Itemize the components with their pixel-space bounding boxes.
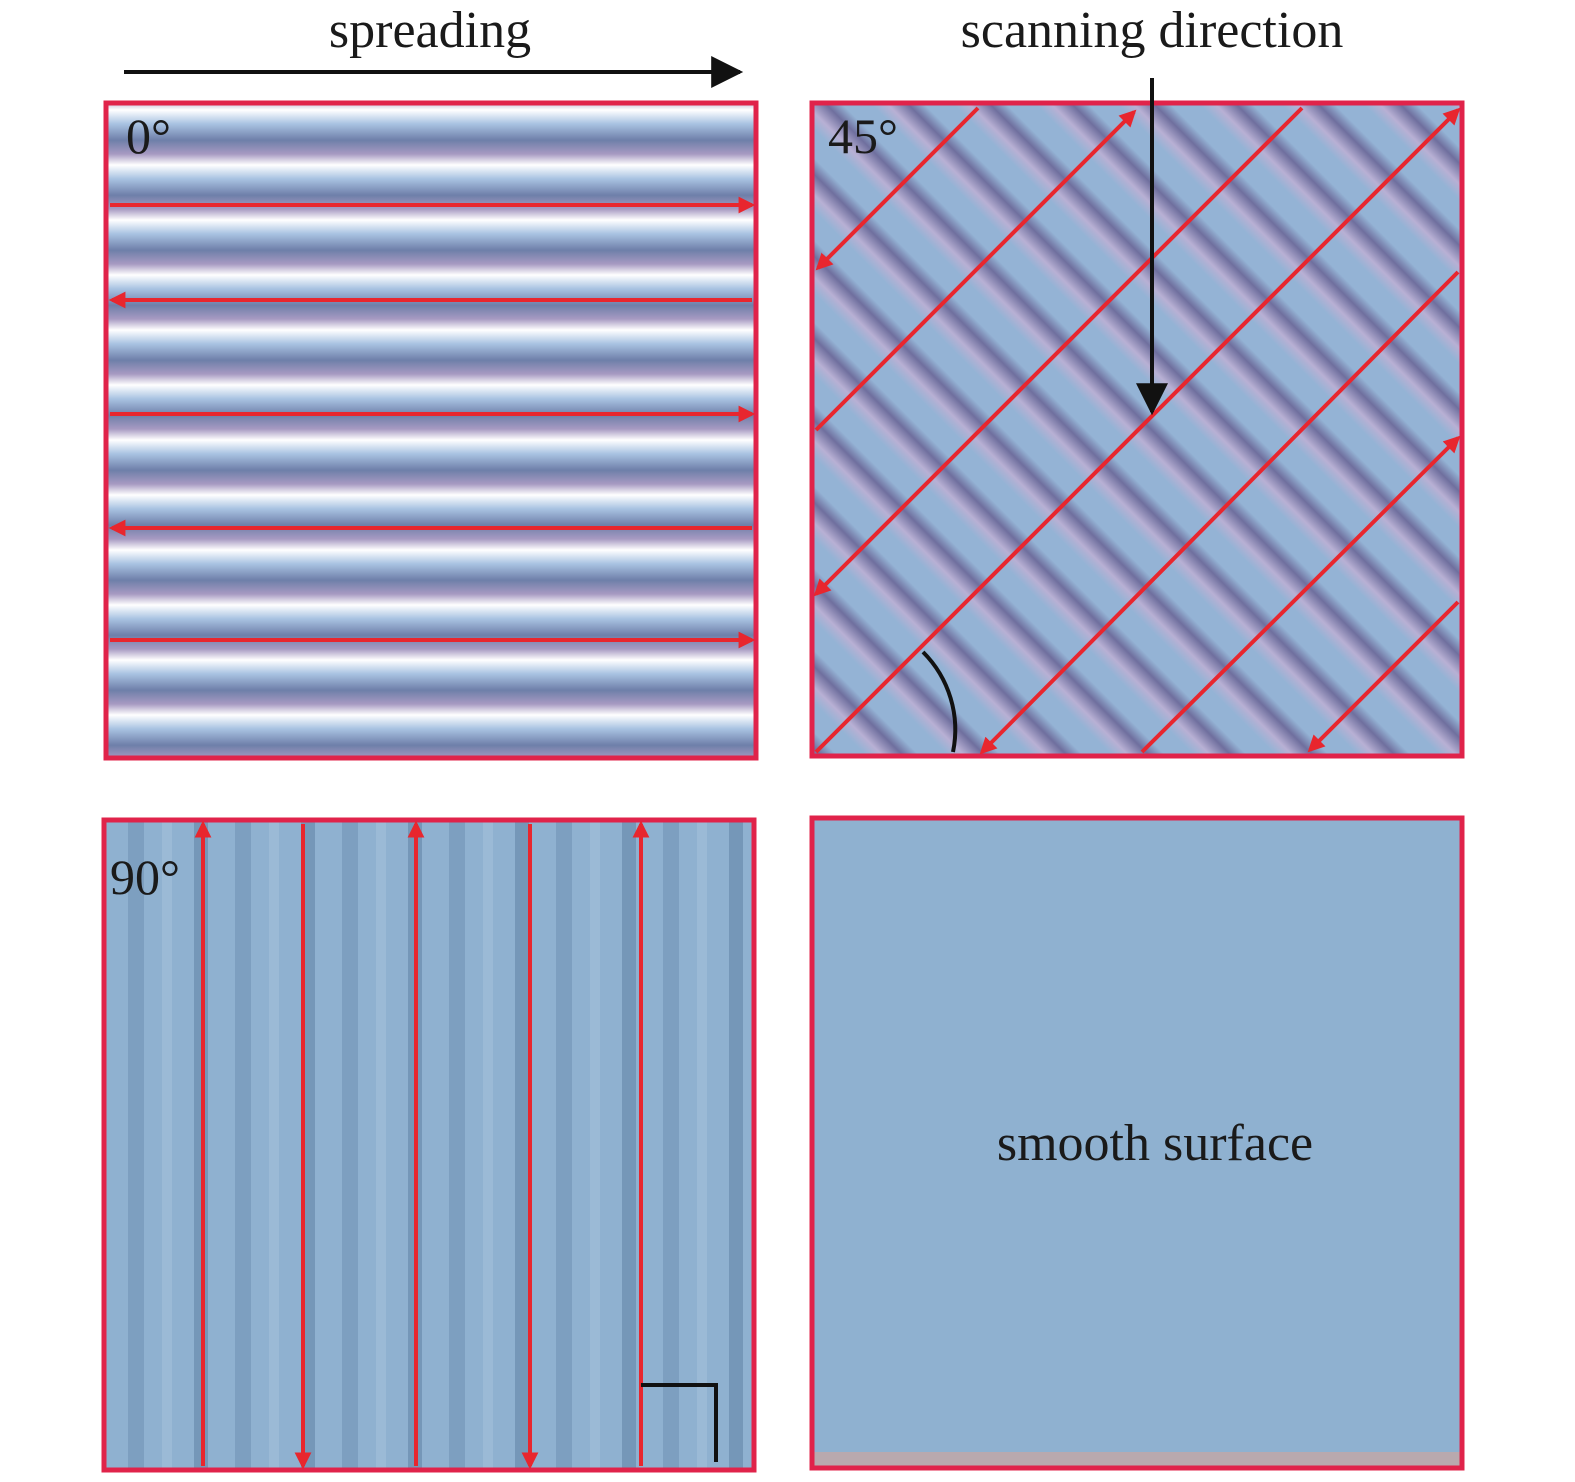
panel-smooth-surface: smooth surface — [809, 815, 1465, 1471]
scanning-direction-label: scanning direction — [961, 2, 1344, 59]
panel-frame — [103, 100, 759, 761]
track-surface-vertical — [104, 820, 754, 1470]
panel-90-degree: 90° — [101, 817, 757, 1473]
angle-label-90: 90° — [110, 849, 180, 905]
scan-arrow-up-right — [814, 107, 1461, 754]
smooth-surface-label: smooth surface — [997, 1115, 1313, 1172]
scan-paths-45 — [813, 106, 1461, 755]
panel-0-degree: 0° — [103, 100, 759, 761]
scan-arrow-down-left — [1307, 600, 1460, 753]
angle-label-45: 45° — [828, 108, 898, 164]
angle-label-0: 0° — [126, 108, 171, 164]
panel-45-degree: 45° — [809, 78, 1465, 759]
scan-paths-0 — [108, 196, 756, 649]
panel-frame — [809, 100, 1465, 759]
scan-paths-90 — [194, 820, 650, 1470]
right-angle-marker — [641, 1383, 718, 1462]
scan-arrow-down-left — [815, 106, 980, 271]
surface-bottom-edge — [814, 1452, 1460, 1466]
panel-frame — [809, 815, 1465, 1471]
angle-arc-45 — [921, 650, 958, 753]
scan-arrow-up-right — [814, 109, 1137, 432]
scan-arrow-up-right — [1140, 435, 1461, 754]
smooth-surface-fill — [812, 818, 1462, 1468]
scan-arrow-down-left — [813, 106, 1304, 597]
track-surface-horizontal — [106, 103, 756, 758]
scan-arrow-down-left — [979, 270, 1460, 755]
spreading-label: spreading — [329, 2, 531, 59]
panel-frame — [101, 817, 757, 1473]
